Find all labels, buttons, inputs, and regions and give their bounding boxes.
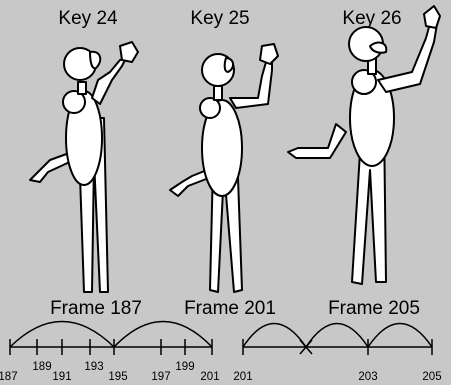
key-26-label: Key 26 (342, 8, 401, 29)
timeline-right-labels: 201 203 205 (233, 371, 441, 383)
tick-label-203: 203 (358, 371, 377, 383)
tick-label-195: 195 (108, 371, 127, 383)
timeline-left (9, 320, 213, 355)
tick-label-189: 189 (32, 361, 51, 373)
key-24-label: Key 24 (58, 8, 118, 29)
tick-label-197: 197 (151, 371, 170, 383)
figure-key-25 (169, 43, 279, 293)
tick-label-187: 187 (0, 371, 18, 383)
tick-label-205: 205 (422, 371, 441, 383)
key-25-label: Key 25 (190, 8, 249, 29)
timeline-left-arc-1 (9, 320, 115, 348)
figure-key-24 (29, 41, 139, 293)
tick-label-201-right: 201 (233, 371, 252, 383)
figure-key-26 (287, 5, 441, 285)
frame-201-label: Frame 201 (184, 298, 276, 319)
frame-205-label: Frame 205 (328, 298, 420, 319)
timeline-right (242, 322, 433, 355)
tick-label-199: 199 (175, 361, 194, 373)
timeline-right-arc-1 (242, 322, 307, 348)
frame-187-label: Frame 187 (50, 298, 142, 319)
timeline-right-arc-3 (367, 322, 433, 348)
tick-label-191: 191 (52, 371, 71, 383)
timeline-left-labels: 187 191 195 197 201 189 193 199 (0, 361, 220, 383)
tick-label-201-left: 201 (200, 371, 219, 383)
timeline-left-arc-2 (113, 320, 213, 348)
tick-label-193: 193 (84, 361, 103, 373)
timeline-right-arc-2 (305, 322, 369, 348)
cross-mark (299, 339, 313, 355)
